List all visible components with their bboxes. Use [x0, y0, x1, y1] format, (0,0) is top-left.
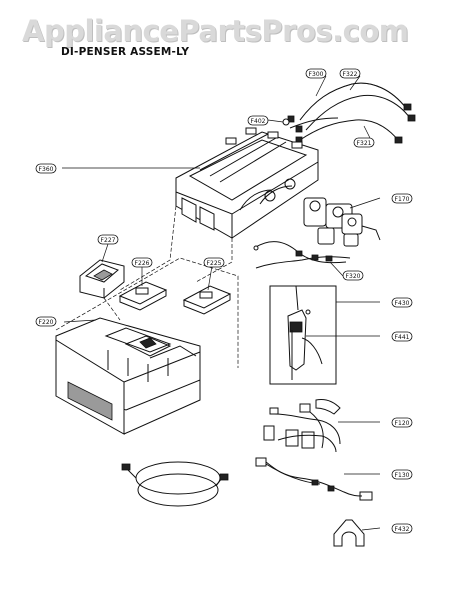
callout-f120: F120 — [391, 417, 413, 428]
callout-f360: F360 — [35, 163, 57, 174]
callout-f170: F170 — [391, 193, 413, 204]
drain-pump-bracket-f430 — [269, 285, 337, 385]
callout-f321: F321 — [353, 137, 375, 148]
callout-f432: F432 — [391, 523, 413, 534]
label-f225: F225 — [207, 260, 222, 267]
label-f321: F321 — [357, 140, 372, 147]
callout-f130: F130 — [391, 469, 413, 480]
callout-f322: F322 — [339, 68, 361, 79]
diagram-title: DI-PENSER ASSEM-LY — [61, 46, 190, 58]
clamp-f402 — [267, 118, 290, 126]
watermark: AppliancePartsPros.com — [22, 14, 409, 48]
callout-f430: F430 — [391, 297, 413, 308]
wire-harness-f120 — [263, 399, 341, 453]
label-f322: F322 — [343, 71, 358, 78]
detergent-cup-f227 — [79, 259, 125, 299]
wire-harness-f130 — [255, 457, 373, 501]
softener-insert-f226 — [118, 281, 168, 311]
callout-f320: F320 — [342, 270, 364, 281]
callout-f225: F225 — [203, 257, 225, 268]
hoses-group — [287, 82, 416, 144]
callout-f220: F220 — [35, 316, 57, 327]
label-f432: F432 — [395, 526, 410, 533]
label-f130: F130 — [395, 472, 410, 479]
label-f360: F360 — [39, 166, 54, 173]
callout-f227: F227 — [97, 234, 119, 245]
label-f441: F441 — [395, 334, 410, 341]
bleach-insert-f225 — [182, 285, 232, 315]
label-f120: F120 — [395, 420, 410, 427]
hose-loops — [121, 461, 229, 507]
label-f227: F227 — [101, 237, 116, 244]
callout-f441: F441 — [391, 331, 413, 342]
callout-f300: F300 — [305, 68, 327, 79]
callout-f402: F402 — [247, 115, 269, 126]
label-f320: F320 — [346, 273, 361, 280]
water-valve-f170 — [303, 197, 381, 247]
label-f430: F430 — [395, 300, 410, 307]
label-f170: F170 — [395, 196, 410, 203]
label-f220: F220 — [39, 319, 54, 326]
label-f402: F402 — [251, 118, 266, 125]
assembly-guide-lines — [55, 205, 239, 368]
leader-lines — [62, 75, 381, 531]
dispenser-drawer-f220 — [55, 317, 201, 435]
label-f300: F300 — [309, 71, 324, 78]
callout-f226: F226 — [131, 257, 153, 268]
label-f226: F226 — [135, 260, 150, 267]
clip-f432 — [333, 519, 365, 547]
dispenser-housing-f360 — [175, 127, 319, 239]
wire-harness-f320 — [253, 241, 351, 269]
